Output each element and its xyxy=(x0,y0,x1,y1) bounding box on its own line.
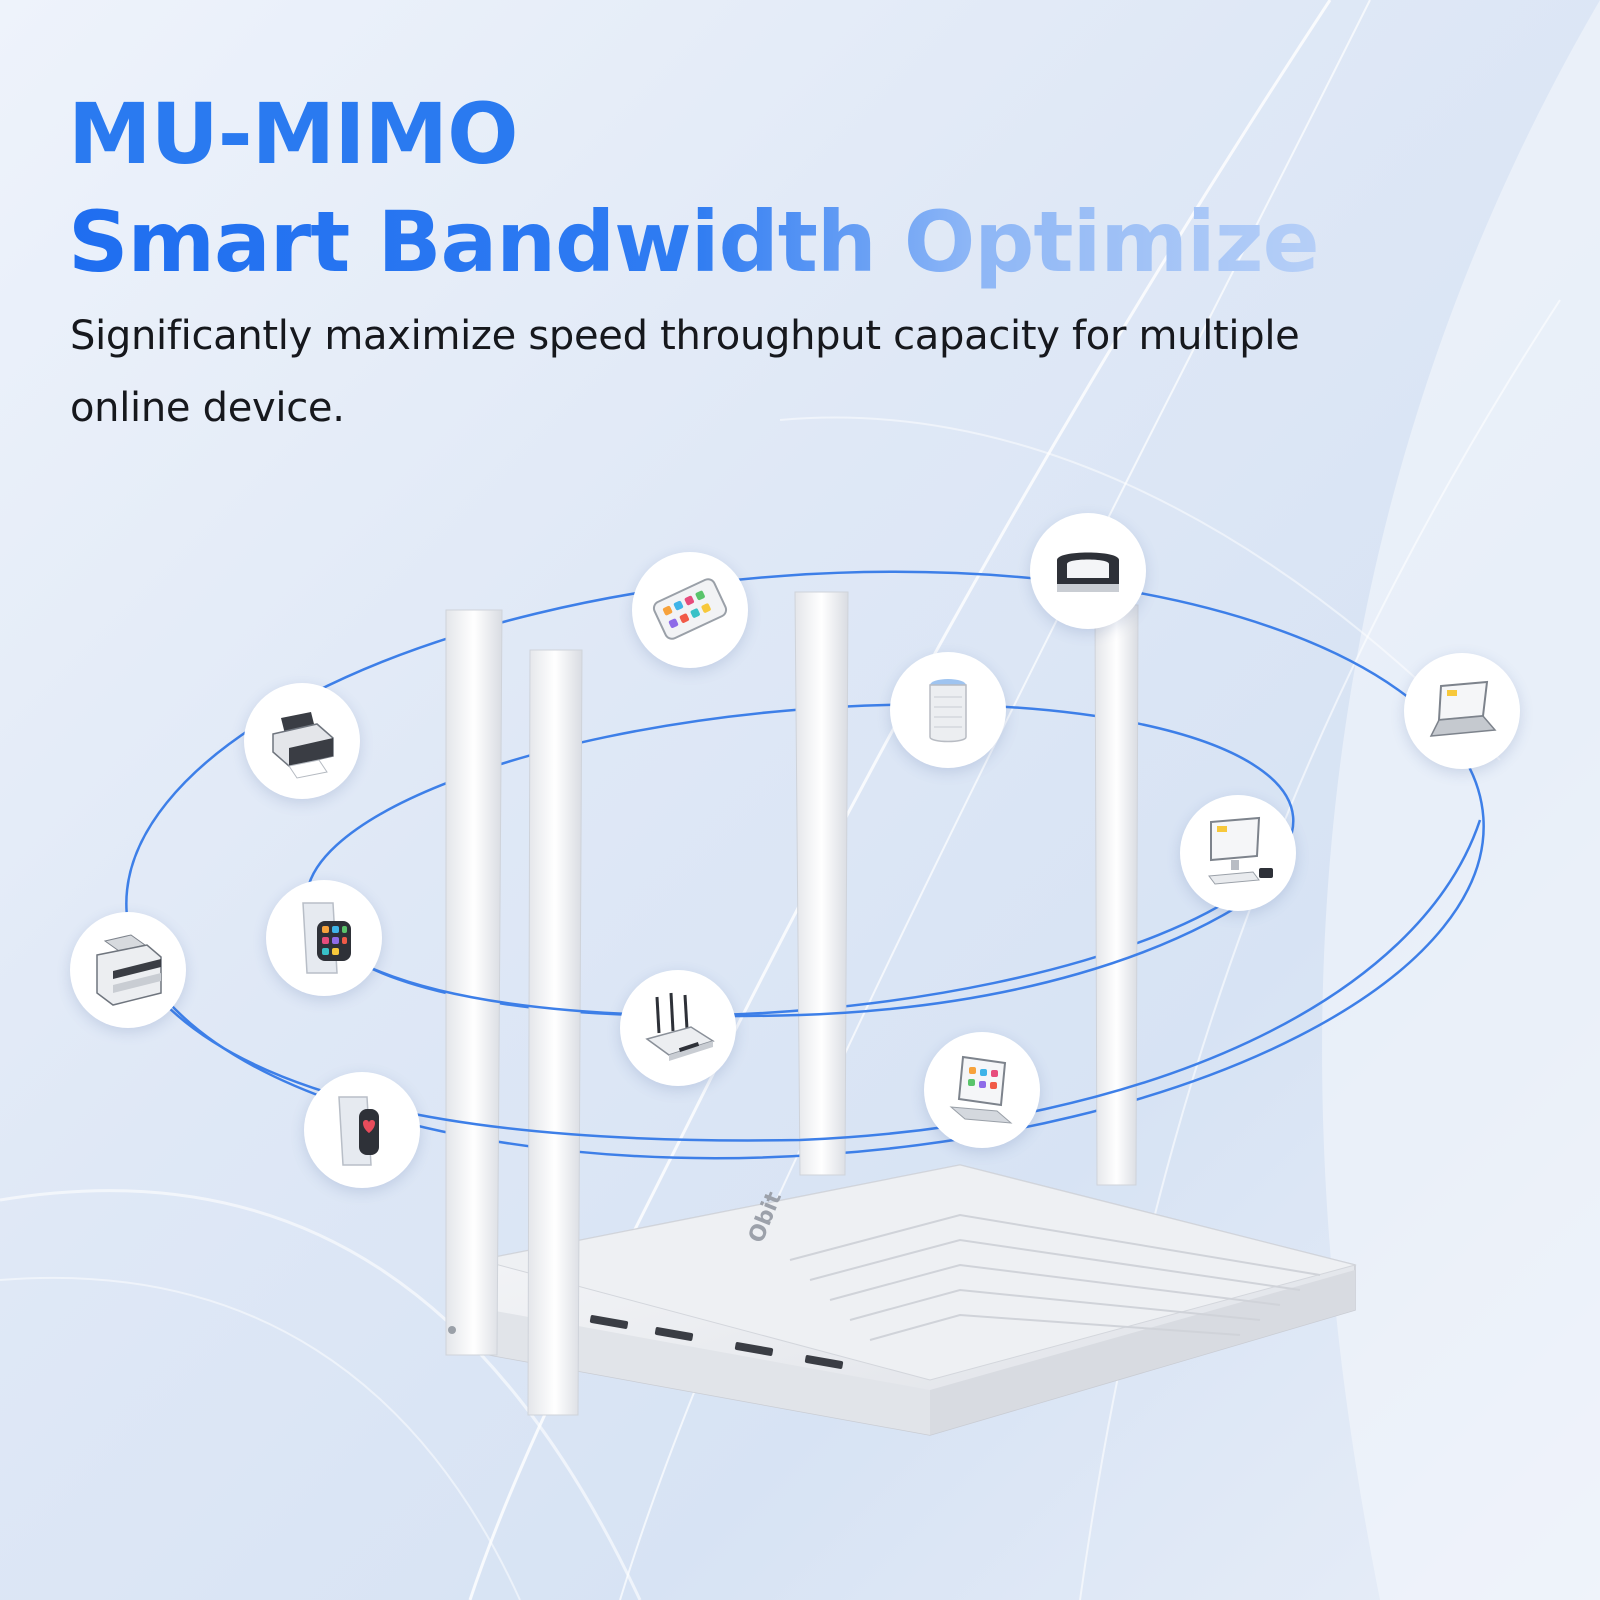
router-body: Obit xyxy=(479,1164,1357,1436)
inner-orbit-front-arc xyxy=(329,869,1291,1018)
antenna-front-left xyxy=(445,609,503,1356)
antenna-back-right xyxy=(1094,604,1139,1186)
smartwatch-bubble xyxy=(266,880,382,996)
headline-line-1: MU-MIMO xyxy=(68,85,519,183)
wifi-router-bubble xyxy=(620,970,736,1086)
tablet-bubble xyxy=(924,1032,1040,1148)
desktop-computer-icon xyxy=(1208,816,1273,885)
headline-line-2: Smart Bandwidth Optimize xyxy=(68,188,1320,296)
desktop-computer-bubble xyxy=(1180,795,1296,911)
printer-bubble xyxy=(244,683,360,799)
subtitle: Significantly maximize speed throughput … xyxy=(70,313,1300,431)
fitness-band-bubble xyxy=(304,1072,420,1188)
headline: MU-MIMO Smart Bandwidth Optimize xyxy=(68,80,1320,296)
outer-orbit-front-arc xyxy=(128,819,1482,1142)
smartwatch-icon xyxy=(302,902,351,974)
tablet-icon xyxy=(949,1055,1013,1124)
multifunction-printer-bubble xyxy=(70,912,186,1028)
wifi-router-icon xyxy=(645,992,715,1061)
smartphone-bubble xyxy=(632,552,748,668)
smart-speaker-icon xyxy=(929,679,967,743)
laptop-icon xyxy=(1429,680,1497,737)
fitness-band-icon xyxy=(338,1096,379,1166)
multifunction-printer-icon xyxy=(96,934,162,1006)
smartphone-icon xyxy=(652,578,728,640)
smart-speaker-bubble xyxy=(890,652,1006,768)
antenna-back-left xyxy=(794,591,849,1176)
laptop-bubble xyxy=(1404,653,1520,769)
vr-headset-bubble xyxy=(1030,513,1146,629)
antenna-front-center xyxy=(527,649,583,1416)
printer-icon xyxy=(272,712,334,779)
vr-headset-icon xyxy=(1057,552,1119,592)
